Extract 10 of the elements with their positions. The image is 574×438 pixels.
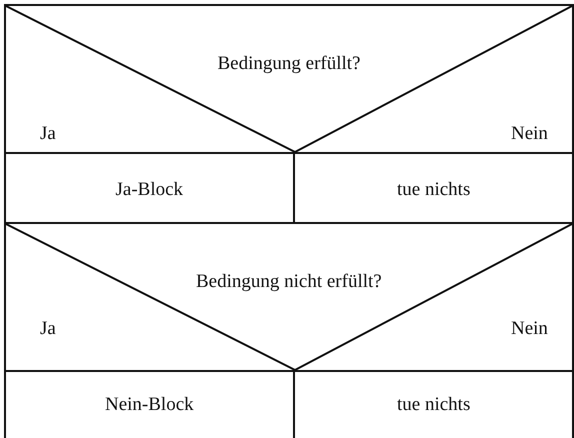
statement-text: tue nichts	[397, 179, 470, 201]
branch-label: Nein	[511, 123, 548, 145]
condition-text: Bedingung erfüllt?	[218, 53, 360, 75]
branch-label: Ja	[40, 318, 56, 340]
branch-label: Ja	[40, 123, 56, 145]
statement-text: Nein-Block	[105, 394, 194, 416]
branch-label: Nein	[511, 318, 548, 340]
condition-text: Bedingung nicht erfüllt?	[196, 271, 382, 293]
statement-text: tue nichts	[397, 394, 470, 416]
statement-text: Ja-Block	[116, 179, 184, 201]
